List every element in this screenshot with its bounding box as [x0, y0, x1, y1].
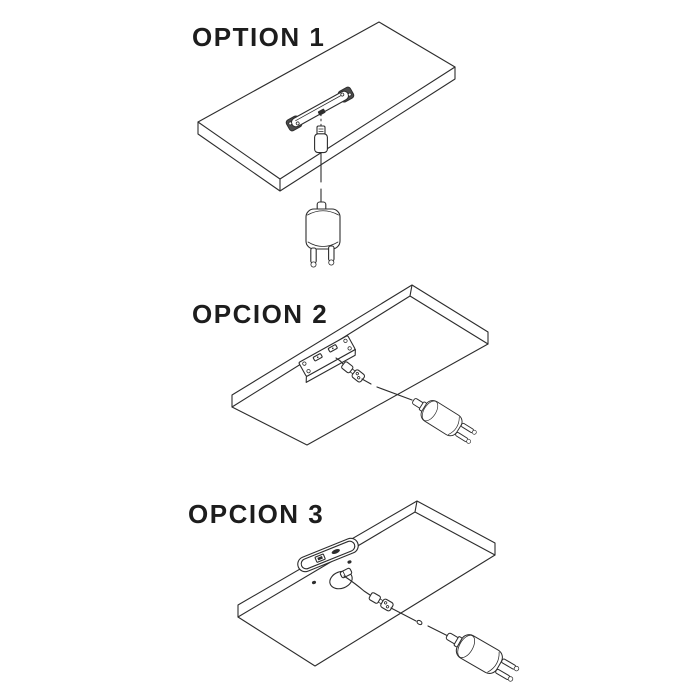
power-adapter: [412, 398, 477, 444]
inline-connector: [368, 592, 394, 612]
shelf-board: [237, 500, 496, 667]
connector-plug: [368, 592, 381, 604]
surface-mounted-module: [298, 335, 356, 383]
inline-connector: [341, 361, 366, 383]
plug-prongs: [455, 422, 477, 444]
bar-screw: [347, 92, 352, 97]
adapter-body: [420, 399, 463, 437]
cable-end: [416, 619, 423, 626]
option1-diagram: [197, 21, 456, 268]
slot-inner-rim: [300, 540, 356, 570]
slot-sensor: [331, 549, 340, 555]
module-face: [298, 335, 356, 377]
bar-screw: [288, 121, 293, 126]
adapter-body: [305, 208, 341, 250]
exit-cable: [343, 575, 371, 596]
option2-diagram: [231, 284, 489, 446]
module-screws: [302, 338, 352, 374]
section-title-option-2: OPCION 2: [192, 299, 329, 329]
usb-plug-body: [314, 133, 328, 154]
bar-usb-port: [317, 108, 326, 116]
module-lead-cable: [335, 357, 344, 365]
led-light-bar: [285, 86, 355, 132]
adapter-body: [455, 634, 503, 674]
power-cable: [390, 607, 448, 637]
hole-plug: [339, 567, 353, 579]
option3-diagram: [237, 500, 520, 682]
mounting-screws: [311, 560, 352, 585]
power-adapter: [445, 632, 520, 682]
connector-plug: [341, 361, 354, 374]
bar-screw: [295, 121, 300, 126]
bar-screw: [340, 92, 345, 97]
power-adapter: [305, 201, 341, 268]
shelf-board: [231, 284, 489, 446]
section-title-option-3: OPCION 3: [188, 499, 325, 529]
plug-prongs: [310, 245, 335, 268]
usb-plug: [314, 125, 328, 154]
recessed-slot: [297, 537, 359, 573]
plug-prongs: [495, 658, 520, 682]
section-title-option-1: OPTION 1: [192, 22, 326, 52]
power-cable: [361, 378, 413, 401]
usb-metal-tip: [316, 125, 326, 136]
